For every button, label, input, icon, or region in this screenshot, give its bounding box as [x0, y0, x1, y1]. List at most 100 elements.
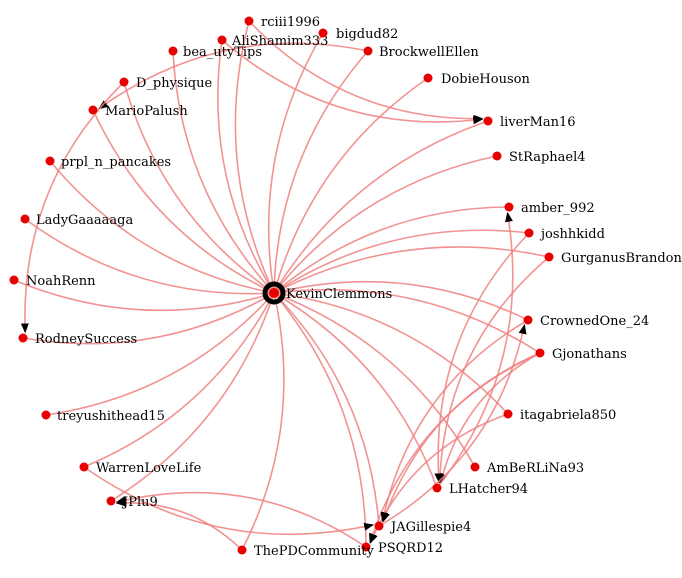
node-dot[interactable]: [269, 288, 279, 298]
node-dot[interactable]: [244, 16, 254, 26]
edge-AliShamim333-to-liverMan16: [221, 39, 484, 125]
node-dot[interactable]: [45, 156, 55, 166]
node-label: bea_utyTips: [183, 45, 262, 60]
edge-Gjonathans-to-PSQRD12: [369, 352, 541, 544]
node-dot[interactable]: [237, 545, 247, 555]
node-LadyGaaaaaga[interactable]: LadyGaaaaaga: [20, 213, 134, 228]
node-rciii1996[interactable]: rciii1996: [244, 15, 321, 30]
node-amber_992[interactable]: amber_992: [504, 201, 595, 216]
node-GurganusBrandon[interactable]: GurganusBrandon: [544, 251, 682, 266]
node-itagabriela850[interactable]: itagabriela850: [503, 408, 617, 423]
edge-CrownedOne_24-to-JAGillespie4: [380, 319, 529, 523]
node-D_physique[interactable]: D_physique: [119, 76, 213, 91]
node-CrownedOne_24[interactable]: CrownedOne_24: [523, 314, 650, 329]
node-label: Gjonathans: [552, 347, 627, 362]
node-dot[interactable]: [41, 410, 51, 420]
node-JAGillespie4[interactable]: JAGillespie4: [374, 520, 472, 535]
node-DobieHouson[interactable]: DobieHouson: [423, 72, 531, 87]
node-NoahRenn[interactable]: NoahRenn: [9, 274, 97, 289]
node-dot[interactable]: [318, 28, 328, 38]
node-dot[interactable]: [524, 228, 534, 238]
node-bea_utyTips[interactable]: bea_utyTips: [168, 45, 263, 60]
edge-WarrenLoveLife-to-JAGillespie4: [83, 466, 375, 536]
node-dot[interactable]: [88, 105, 98, 115]
node-dot[interactable]: [217, 35, 227, 45]
edge-NoahRenn-to-KevinClemmons: [13, 279, 275, 312]
node-MarioPalush[interactable]: MarioPalush: [88, 104, 189, 119]
edge-ThePDCommunity-to-JPlu9: [115, 498, 243, 551]
node-dot[interactable]: [504, 202, 514, 212]
node-dot[interactable]: [470, 462, 480, 472]
node-dot[interactable]: [18, 333, 28, 343]
node-dot[interactable]: [168, 46, 178, 56]
edge-WarrenLoveLife-to-KevinClemmons: [83, 292, 275, 468]
node-dot[interactable]: [423, 73, 433, 83]
edge-bigdud82-to-KevinClemmons: [267, 32, 324, 294]
node-dot[interactable]: [503, 409, 513, 419]
node-AliShamim333[interactable]: AliShamim333: [217, 34, 329, 49]
edge-StRaphael4-to-KevinClemmons: [273, 155, 498, 294]
node-label: BrockwellEllen: [379, 45, 479, 60]
node-dot[interactable]: [432, 483, 442, 493]
hub-arrowhead-ring: [262, 281, 286, 305]
edge-JAGillespie4-to-CrownedOne_24: [378, 323, 527, 527]
node-dot[interactable]: [119, 77, 129, 87]
node-label: LHatcher94: [449, 482, 528, 497]
node-label: NoahRenn: [26, 274, 96, 289]
node-LHatcher94[interactable]: LHatcher94: [432, 482, 529, 497]
edge-ThePDCommunity-to-KevinClemmons: [241, 292, 285, 551]
node-ThePDCommunity[interactable]: ThePDCommunity: [237, 544, 375, 559]
node-label: bigdud82: [336, 27, 398, 42]
node-dot[interactable]: [363, 46, 373, 56]
node-treyushithead15[interactable]: treyushithead15: [41, 409, 165, 424]
node-bigdud82[interactable]: bigdud82: [318, 27, 399, 42]
edge-rciii1996-to-liverMan16: [248, 20, 484, 123]
node-dot[interactable]: [492, 151, 502, 161]
edge-D_physique-to-KevinClemmons: [123, 81, 275, 294]
node-label: DobieHouson: [441, 72, 530, 87]
edge-Gjonathans-to-LHatcher94: [438, 352, 541, 485]
node-dot[interactable]: [374, 521, 384, 531]
node-KevinClemmons[interactable]: KevinClemmons: [269, 287, 392, 302]
node-StRaphael4[interactable]: StRaphael4: [492, 150, 586, 165]
node-RodneySuccess[interactable]: RodneySuccess: [18, 332, 138, 347]
node-dot[interactable]: [361, 542, 371, 552]
edge-prpl_n_pancakes-to-KevinClemmons: [49, 160, 275, 294]
node-label: prpl_n_pancakes: [61, 155, 171, 170]
node-dot[interactable]: [9, 275, 19, 285]
node-dot[interactable]: [20, 214, 30, 224]
node-dot[interactable]: [106, 496, 116, 506]
node-label: StRaphael4: [509, 150, 586, 165]
edge-Gjonathans-to-KevinClemmons: [273, 288, 541, 354]
node-dot[interactable]: [523, 315, 533, 325]
node-dot[interactable]: [535, 348, 545, 358]
node-label: WarrenLoveLife: [96, 461, 202, 476]
edge-LHatcher94-to-KevinClemmons: [273, 292, 438, 489]
node-label: ThePDCommunity: [254, 544, 374, 559]
node-dot[interactable]: [483, 116, 493, 126]
node-dot[interactable]: [544, 252, 554, 262]
node-label: liverMan16: [500, 115, 576, 130]
node-PSQRD12[interactable]: PSQRD12: [361, 541, 444, 556]
node-joshhkidd[interactable]: joshhkidd: [524, 227, 605, 242]
edge-itagabriela850-to-KevinClemmons: [273, 292, 509, 415]
node-Gjonathans[interactable]: Gjonathans: [535, 347, 627, 362]
node-WarrenLoveLife[interactable]: WarrenLoveLife: [79, 461, 202, 476]
node-liverMan16[interactable]: liverMan16: [483, 115, 576, 130]
node-JPlu9[interactable]: JPlu9: [106, 495, 158, 510]
node-label: AmBeRLiNa93: [486, 461, 584, 476]
node-label: RodneySuccess: [35, 332, 137, 347]
node-prpl_n_pancakes[interactable]: prpl_n_pancakes: [45, 155, 172, 170]
node-BrockwellEllen[interactable]: BrockwellEllen: [363, 45, 480, 60]
node-label: PSQRD12: [378, 541, 443, 556]
node-label: KevinClemmons: [286, 287, 392, 302]
edges-layer: [13, 20, 550, 551]
edge-JPlu9-to-KevinClemmons: [110, 292, 275, 502]
node-dot[interactable]: [79, 462, 89, 472]
edge-joshhkidd-to-LHatcher94: [434, 232, 530, 484]
node-label: JAGillespie4: [389, 520, 471, 535]
node-AmBeRLiNa93[interactable]: AmBeRLiNa93: [470, 461, 585, 476]
edge-BrockwellEllen-to-KevinClemmons: [273, 50, 369, 294]
